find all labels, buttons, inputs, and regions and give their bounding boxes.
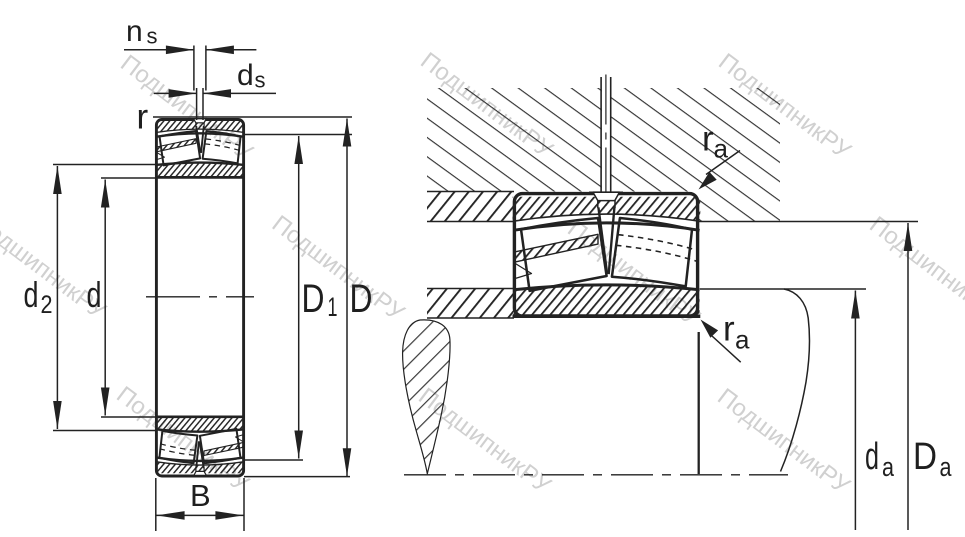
svg-text:d: d xyxy=(865,436,879,478)
svg-text:2: 2 xyxy=(41,291,53,319)
svg-text:d: d xyxy=(237,59,254,92)
svg-text:a: a xyxy=(940,452,953,482)
svg-text:1: 1 xyxy=(328,292,338,322)
svg-text:a: a xyxy=(882,452,895,482)
svg-text:D: D xyxy=(302,277,325,321)
svg-text:r: r xyxy=(702,120,714,159)
svg-text:r: r xyxy=(723,310,735,349)
svg-text:a: a xyxy=(714,134,729,164)
svg-text:r: r xyxy=(137,98,149,137)
svg-text:d: d xyxy=(87,274,102,315)
svg-text:d: d xyxy=(24,274,39,315)
svg-text:s: s xyxy=(147,24,158,49)
svg-text:s: s xyxy=(255,68,266,93)
svg-text:a: a xyxy=(735,325,750,355)
svg-text:n: n xyxy=(126,15,143,48)
svg-text:D: D xyxy=(913,436,937,478)
svg-text:D: D xyxy=(350,277,373,321)
svg-text:B: B xyxy=(190,478,211,513)
